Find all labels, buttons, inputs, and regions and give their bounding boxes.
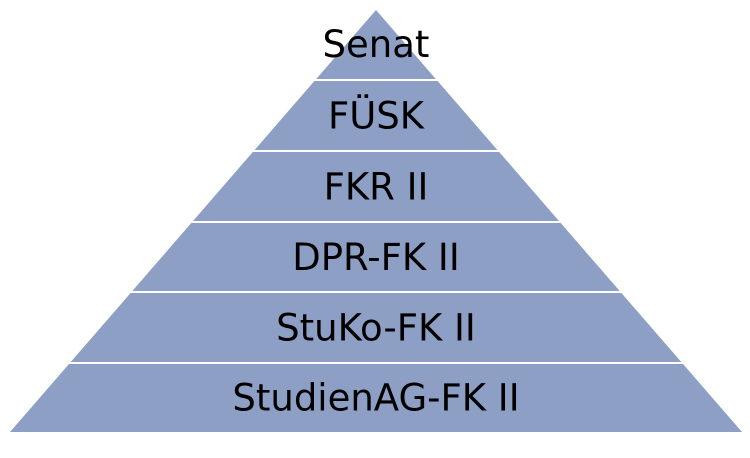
pyramid-tier (254, 81, 498, 150)
pyramid-tier (70, 293, 682, 362)
tier-label-studienag-fk-ii: StudienAG-FK II (232, 377, 519, 420)
tier-label-senat: Senat (323, 23, 430, 66)
pyramid-labels: Senat FÜSK FKR II DPR-FK II StuKo-FK II … (232, 23, 519, 420)
pyramid-tier (132, 223, 620, 291)
pyramid-tier (10, 364, 742, 432)
pyramid-tier (193, 152, 559, 221)
pyramid-tier (316, 10, 436, 79)
tier-label-fkr-ii: FKR II (324, 166, 429, 209)
tier-label-stuko-fk-ii: StuKo-FK II (276, 307, 476, 350)
tier-label-dpr-fk-ii: DPR-FK II (292, 236, 460, 279)
pyramid-tiers (10, 10, 742, 432)
tier-label-fuesk: FÜSK (328, 95, 426, 138)
